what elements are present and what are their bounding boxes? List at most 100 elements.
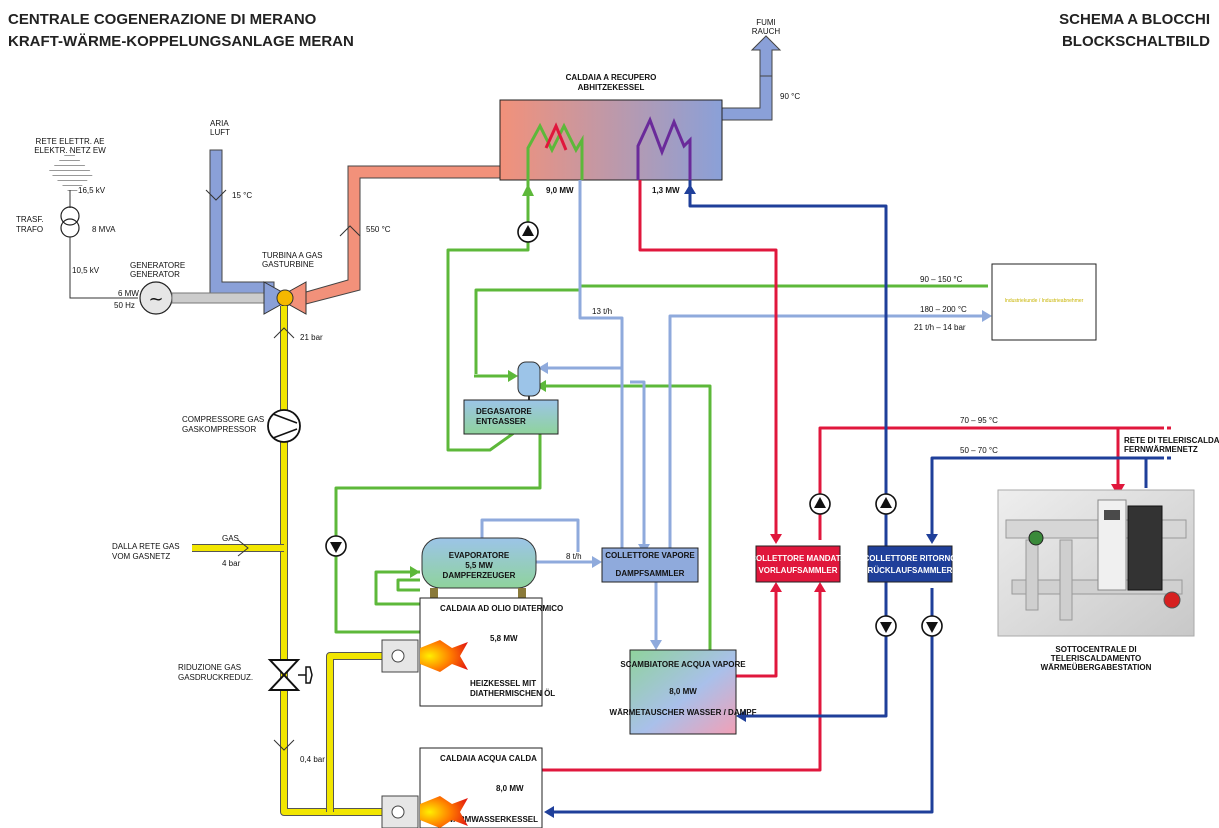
gas-label: GAS [222,534,239,543]
substation-label-it-2: TELERISCALDAMENTO [1051,654,1142,663]
exhaust-temp: 90 °C [780,92,800,101]
return-collector-label-it: COLLETTORE RITORNO [863,554,956,563]
gas-supply-label-it: DALLA RETE GAS [112,542,180,551]
reducer-label-de: GASDRUCKREDUZ. [178,673,253,682]
industrial-consumer-box [991,263,1097,341]
dh-network-it: RETE DI TELERISCALDAMENTO [1124,436,1219,445]
exhaust-check-mark [339,225,361,237]
gas-oil-boiler-line [327,653,382,812]
feedwater-line-oil-boiler [334,424,542,634]
reducer-label-it: RIDUZIONE GAS [178,663,241,672]
evaporator-label-it: EVAPORATORE [449,551,510,560]
transformer-voltage: 10,5 kV [72,266,100,275]
evaporator-steam-flow: 8 t/h [566,552,582,561]
turbine-label-de: GASTURBINE [262,260,314,269]
green-coil-hot-segment [544,122,568,151]
steam-export-flow: 21 t/h – 14 bar [914,323,966,332]
degasser-box [463,399,559,435]
transformer-label-it: TRASF. [16,215,44,224]
hot-exhaust-duct [305,165,501,305]
compressor-label-it: COMPRESSORE GAS [182,415,264,424]
substation-label-it-1: SOTTOCENTRALE DI [1055,645,1136,654]
steam-collector-box [601,547,699,583]
oil-loop-inner [396,578,420,592]
chimney-arrow [750,35,782,77]
substation-photo [997,489,1195,637]
turbine-exhaust-temp: 550 °C [366,225,391,234]
air-label-de: LUFT [210,128,230,137]
blue-return-to-recovery [688,180,888,718]
hot-water-boiler-label-de: WARMWASSERKESSEL [446,815,538,824]
exhaust-label-it: FUMI [756,18,776,27]
scheme-it: SCHEMA A BLOCCHI [1059,11,1210,28]
gas-compressor-icon [267,409,301,443]
grid-label-it: RETE ELETTR. AE [36,137,105,146]
oil-boiler-power: 5,8 MW [490,634,518,643]
return-collector-label-de: RÜCKLAUFSAMMLER [868,566,953,575]
oil-boiler-label-de-2: DIATHERMISCHEN ÖL [470,689,555,698]
pressure-reducer-valve-icon [267,659,301,691]
oil-burner-flame-icon [420,640,468,672]
blue-return-to-hot-water-boiler [548,588,934,814]
grid-hatch-icon [48,150,94,196]
gas-supply-label-de: VOM GASNETZ [112,552,170,561]
transformer-label-de: TRAFO [16,225,43,234]
steam-line-to-collector [578,180,624,552]
exhaust-label-de: RAUCH [752,27,781,36]
supply-collector-label-de: VORLAUFSAMMLER [758,566,837,575]
temp-green-line: 90 – 150 °C [920,275,963,284]
supply-collector-label-it: COLLETTORE MANDATA [750,554,846,563]
red-supply-from-exchanger [736,586,778,678]
evaporator-label-de: DAMPFERZEUGER [443,571,516,580]
recovery-power-1: 9,0 MW [546,186,574,195]
scheme-de: BLOCKSCHALTBILD [1062,33,1210,50]
turbine-pressure: 21 bar [300,333,323,342]
transformer-coil-2 [60,218,80,238]
dh-return-temp: 50 – 70 °C [960,446,998,455]
generator-frequency: 50 Hz [114,301,135,310]
red-supply-from-hot-water-boiler [540,586,822,772]
recovery-power-2: 1,3 MW [652,186,680,195]
heat-exchanger-label-de: WÄRMETAUSCHER WASSER / DAMPF [610,708,757,717]
steam-export-line [668,314,988,552]
dh-supply-temp: 70 – 95 °C [960,416,998,425]
hot-water-burner-flame-icon [420,796,468,828]
air-check-mark [205,189,227,201]
temp-steam-line: 180 – 200 °C [920,305,967,314]
power-line [69,237,138,299]
air-label-it: ARIA [210,119,229,128]
transformer-coil-1 [60,206,80,226]
transformer-rating: 8 MVA [92,225,116,234]
return-collector-box [867,545,953,583]
air-temp: 15 °C [232,191,252,200]
substation-label-de: WÄRMEÜBERGABESTATION [1041,663,1152,672]
steam-collector-label-it: COLLETTORE VAPORE [605,551,695,560]
grid-label-de: ELEKTR. NETZ EW [34,146,106,155]
title-de: KRAFT-WÄRME-KOPPELUNGSANLAGE MERAN [8,33,354,50]
turbine-label-it: TURBINA A GAS [262,251,322,260]
generator-power: 6 MW [118,289,139,298]
generator-sine-icon: ~ [148,289,163,310]
gas-main-line [281,306,382,815]
gas-supply-pressure: 4 bar [222,559,241,568]
degasser-label-it: DEGASATORE [476,407,532,416]
cool-exhaust-duct [721,75,773,121]
oil-loop-outer [374,570,420,606]
combustion-chamber [276,289,294,307]
heat-exchanger-power: 8,0 MW [669,687,697,696]
dh-return-line [930,456,1160,540]
heat-exchanger-box [629,649,737,735]
degasser-label-de: ENTGASSER [476,417,526,426]
recovery-boiler-title-de: ABHITZEKESSEL [578,83,645,92]
steam-degasser-return [630,380,646,552]
red-heating-coil [636,116,692,180]
title-it: CENTRALE COGENERAZIONE DI MERANO [8,11,317,28]
degasser-tank [517,361,541,397]
green-return-from-exchanger [542,384,712,650]
recovery-boiler [499,99,723,181]
reducer-pressure: 0,4 bar [300,755,325,764]
evaporator-drum [421,537,537,589]
air-intake-duct [209,149,275,295]
hot-water-boiler-power: 8,0 MW [496,784,524,793]
